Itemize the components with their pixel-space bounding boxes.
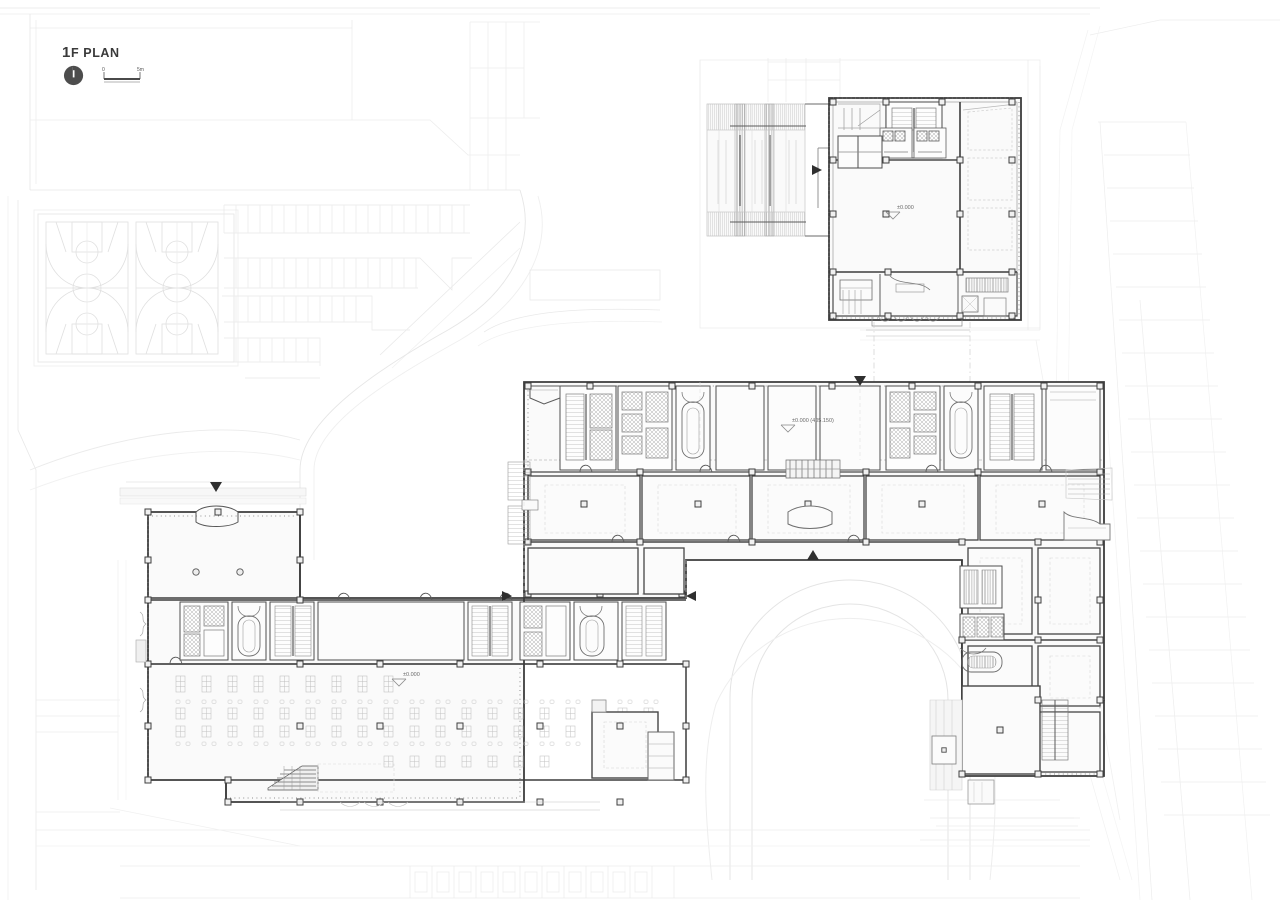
southeast-core <box>959 565 1005 673</box>
page-title: 1F PLAN <box>62 45 242 60</box>
scale-start-label: 0 <box>102 67 105 73</box>
parking-area-north <box>222 204 472 379</box>
stepped-seating-element <box>706 103 806 237</box>
basketball-court-1 <box>45 221 129 355</box>
site-context-layer <box>0 7 1280 901</box>
section-markers-layer <box>210 165 866 601</box>
level-marker-library: ±0.000 <box>391 672 420 687</box>
section-marker-right-2 <box>502 591 512 601</box>
southeast-entry-hall <box>961 685 1069 775</box>
east-facade-fins <box>1065 467 1113 501</box>
basketball-court-2 <box>135 221 219 355</box>
gym-entry-steps <box>866 315 970 337</box>
scale-end-label: 5m <box>137 67 144 73</box>
west-stair <box>507 461 539 545</box>
level-label-gym: ±0.000 <box>897 205 914 211</box>
classroom-doors <box>579 464 1053 543</box>
library-wing <box>119 481 690 811</box>
level-label-library: ±0.000 <box>403 672 420 678</box>
plan-title-rest: F PLAN <box>70 46 120 60</box>
south-canopy <box>787 505 833 529</box>
level-label-main: ±0.000 (405.150) <box>792 418 834 424</box>
main-academic-block <box>507 381 1113 805</box>
level-annotations-layer: ±0.000 ±0.000 (405.150) ±0.000 <box>391 205 914 687</box>
west-main-rooms <box>527 476 685 595</box>
atrium-stair <box>785 459 841 479</box>
level-marker-main: ±0.000 (405.150) <box>780 418 834 433</box>
library-annexe <box>591 699 675 781</box>
section-marker-down-2 <box>210 482 222 492</box>
plan-title-prefix: 1 <box>62 44 71 61</box>
gym-toilets <box>879 127 947 159</box>
gym-lobby <box>832 272 1018 317</box>
gymnasium-block <box>706 97 1022 540</box>
sports-court-lines <box>967 107 1013 251</box>
scale-bar: 0 5m <box>102 67 144 83</box>
north-service-band <box>529 385 1101 471</box>
section-marker-right <box>812 165 822 175</box>
level-marker-gym: ±0.000 <box>885 205 914 220</box>
section-marker-left <box>686 591 696 601</box>
title-block: 1F PLAN 0 5m <box>62 45 242 100</box>
gym-entry-detail <box>837 103 883 169</box>
library-service-band <box>179 601 667 661</box>
west-facade-fins <box>135 611 147 713</box>
east-canopy <box>1063 510 1111 541</box>
north-arrow-icon <box>63 65 84 86</box>
section-marker-down <box>854 376 866 386</box>
tiered-seating <box>267 763 395 793</box>
section-marker-up <box>807 550 819 560</box>
